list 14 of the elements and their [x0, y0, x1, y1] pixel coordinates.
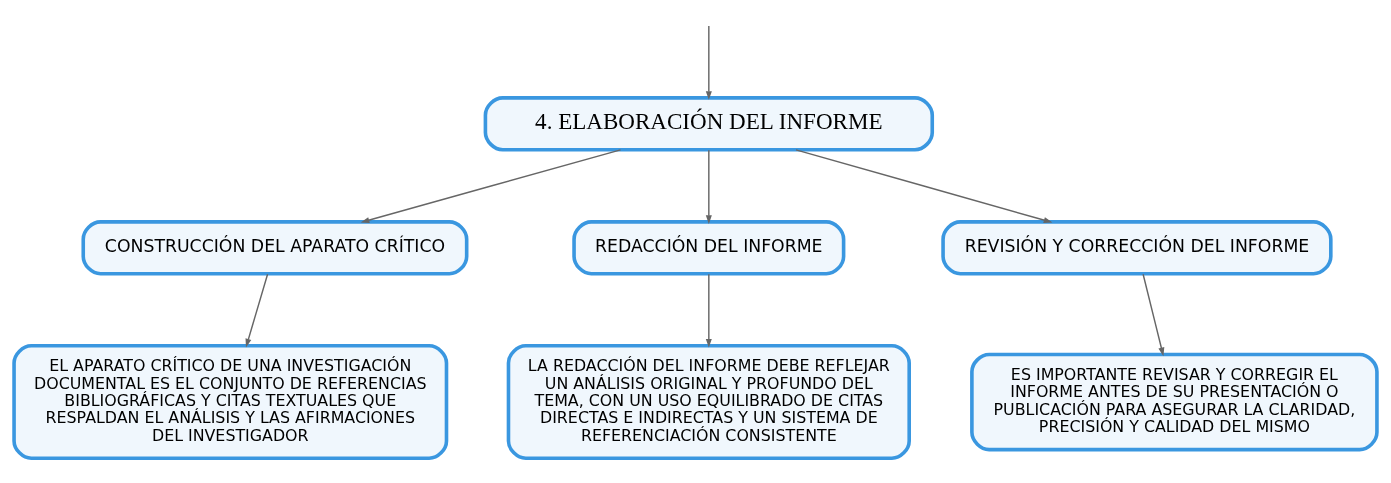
arrow — [795, 149, 1053, 223]
node-box: REDACCIÓN DEL INFORME — [572, 220, 846, 276]
arrow — [245, 273, 269, 348]
node-box: EL APARATO CRÍTICO DE UNA INVESTIGACIÓN DOCUMENTAL ES EL CONJUNTO DE REFERENCIAS BIBLIOGRÁFICAS Y CITAS TEXTUALES QUE RESPALDAN EL ANÁLISIS Y LAS AFIRMACIONES DEL INVESTIGADOR — [12, 344, 449, 461]
node-box: REVISIÓN Y CORRECCIÓN DEL INFORME — [941, 220, 1333, 276]
node-box: LA REDACCIÓN DEL INFORME DEBE REFLEJAR UN ANÁLISIS ORIGINAL Y PROFUNDO DEL TEMA, CON UN USO EQUILIBRADO DE CITAS DIRECTAS E INDIRECTAS Y UN SISTEMA DE REFERENCIACIÓN CONSISTENTE — [506, 344, 911, 461]
arrow — [705, 273, 712, 348]
arrow — [1142, 273, 1165, 357]
arrow — [360, 149, 622, 223]
arrow — [705, 25, 712, 100]
node-box: ES IMPORTANTE REVISAR Y CORREGIR EL INFORME ANTES DE SU PRESENTACIÓN O PUBLICACIÓN PARA ASEGURAR LA CLARIDAD, PRECISIÓN Y CALIDAD DEL MISMO — [970, 352, 1379, 452]
node-box: 4. ELABORACIÓN DEL INFORME — [483, 96, 935, 152]
node-box: CONSTRUCCIÓN DEL APARATO CRÍTICO — [81, 220, 469, 276]
arrow — [705, 149, 712, 224]
